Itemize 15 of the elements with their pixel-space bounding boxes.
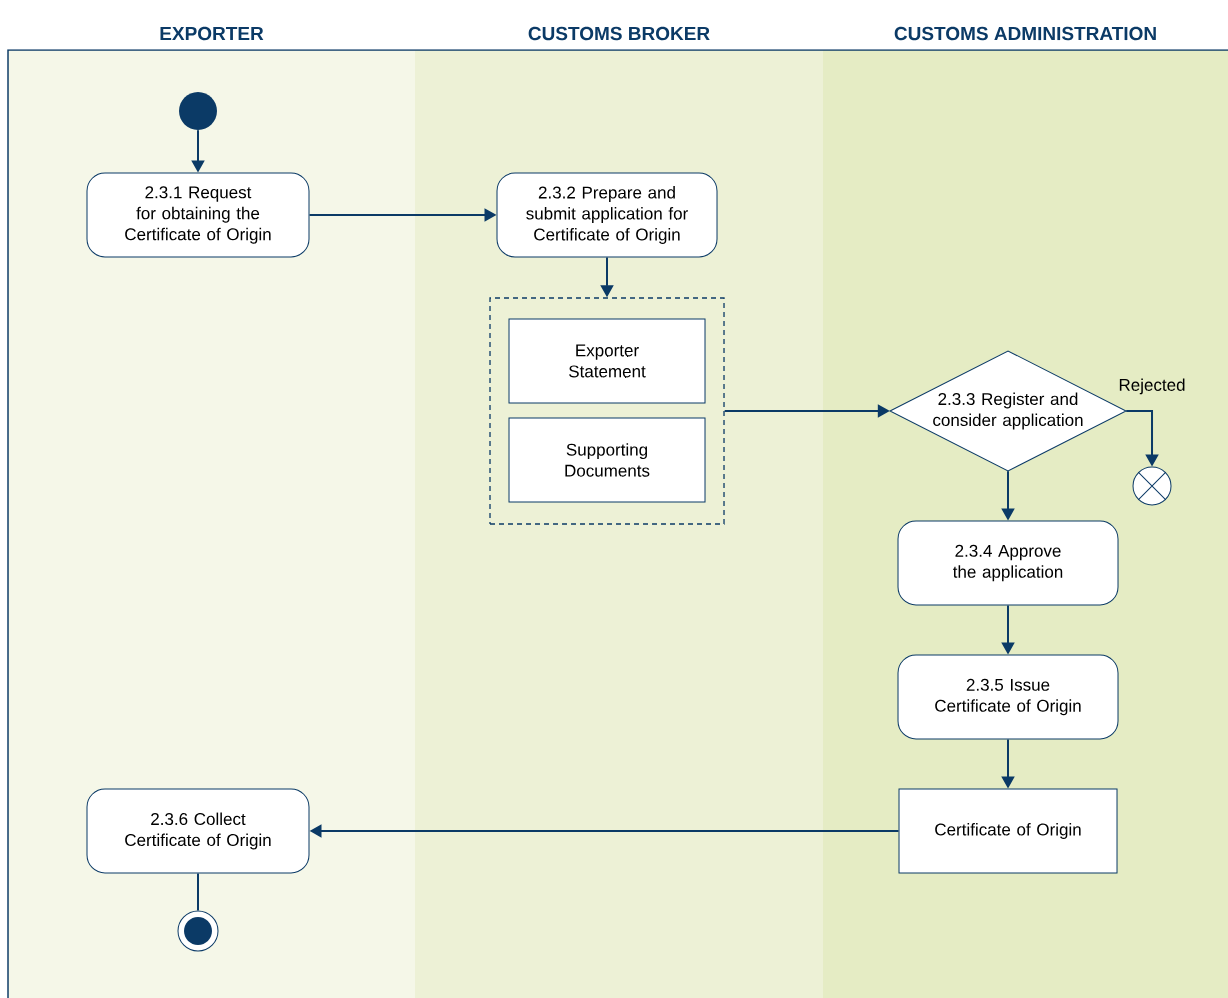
action-box: 2.3.6 Collect Certificate of Origin: [86, 788, 310, 874]
action-box: 2.3.4 Approve the application: [897, 520, 1119, 606]
end-node: [177, 910, 219, 952]
node-label: CUSTOMS ADMINISTRATION: [894, 26, 1156, 41]
object-box: Certificate of Origin: [898, 788, 1118, 874]
node-label: CUSTOMS BROKER: [528, 26, 710, 41]
action-box: 2.3.1 Request for obtaining the Certificate of Origin: [86, 172, 310, 258]
action-box: 2.3.2 Prepare and submit application for Certificate of Origin: [496, 172, 718, 258]
object-box: Supporting Documents: [508, 417, 706, 503]
flow-end-node: [1132, 466, 1172, 506]
object-box: Exporter Statement: [508, 318, 706, 404]
action-box: 2.3.5 Issue Certificate of Origin: [897, 654, 1119, 740]
dashed-group-box: [489, 297, 725, 525]
start-node: [179, 92, 217, 130]
node-label: EXPORTER: [160, 26, 264, 41]
